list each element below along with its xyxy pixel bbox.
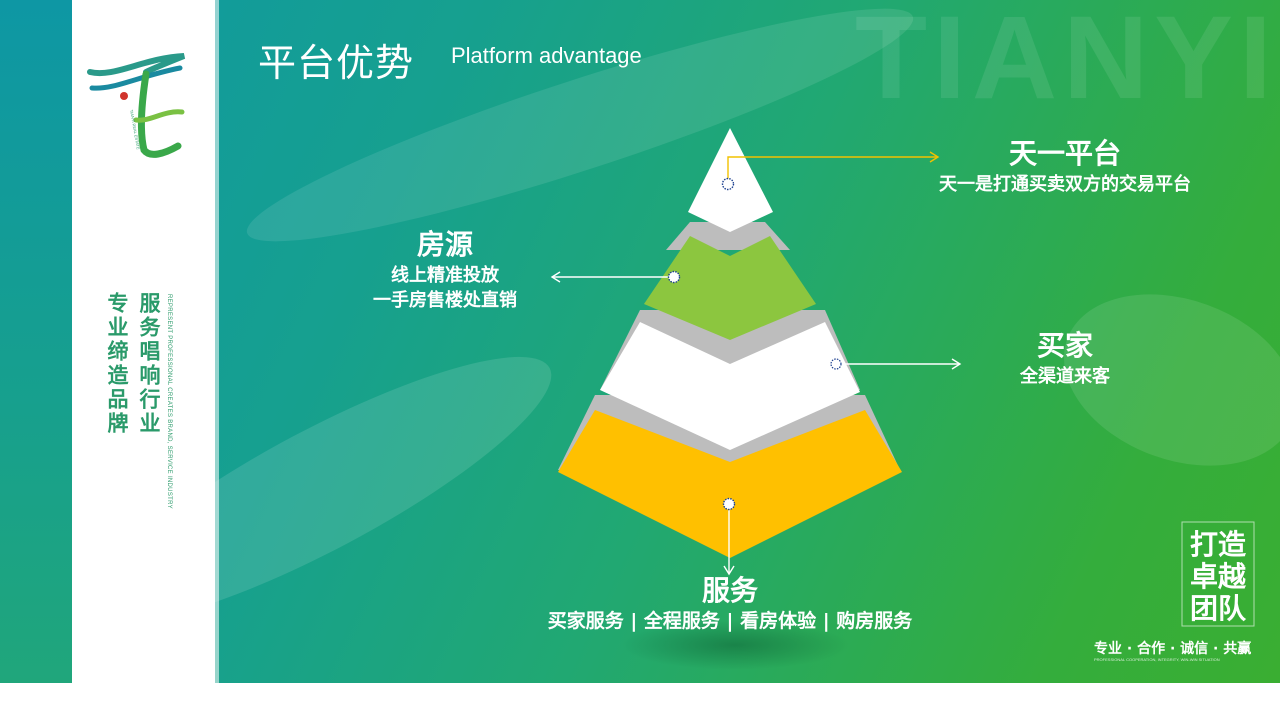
motto-text: 专业 · 合作 · 诚信 · 共赢: [1094, 638, 1251, 658]
callout-platform-desc: 天一是打通买卖双方的交易平台: [910, 172, 1220, 197]
callout-service: 服务 买家服务 | 全程服务 | 看房体验 | 购房服务: [500, 573, 960, 634]
level-platform-right: [730, 128, 773, 232]
callout-buyer-title: 买家: [990, 328, 1140, 364]
callout-buyer: 买家 全渠道来客: [990, 328, 1140, 389]
svg-text:卓越: 卓越: [1190, 560, 1247, 593]
svg-text:团队: 团队: [1190, 592, 1247, 625]
callout-source-line2: 一手房售楼处直销: [340, 288, 550, 313]
callout-platform-title: 天一平台: [910, 136, 1220, 172]
callout-platform: 天一平台 天一是打通买卖双方的交易平台: [910, 136, 1220, 197]
level-platform-left: [688, 128, 730, 232]
arrow-right: [842, 359, 960, 369]
motto-english: PROFESSIONAL COOPERATION, INTEGRITY, WIN…: [1094, 657, 1220, 662]
callout-source-title: 房源: [340, 227, 550, 263]
slide-background: TIANYI TIANYI REAL ESTATE 服务唱响行业 专业缔造品牌 …: [0, 0, 1280, 683]
marker-left: [669, 272, 680, 283]
callout-source: 房源 线上精准投放 一手房售楼处直销: [340, 227, 550, 313]
callout-service-title: 服务: [500, 573, 960, 609]
arrow-top: [728, 152, 938, 182]
callout-buyer-desc: 全渠道来客: [990, 364, 1140, 389]
team-badge-calligraphy: 打造 卓越 团队: [1168, 514, 1268, 634]
callout-source-line1: 线上精准投放: [340, 263, 550, 288]
marker-bottom: [724, 499, 735, 510]
arrow-left: [552, 272, 668, 282]
marker-top: [723, 179, 734, 190]
marker-right: [831, 359, 841, 369]
svg-text:打造: 打造: [1190, 528, 1246, 561]
callout-service-desc: 买家服务 | 全程服务 | 看房体验 | 购房服务: [500, 609, 960, 634]
